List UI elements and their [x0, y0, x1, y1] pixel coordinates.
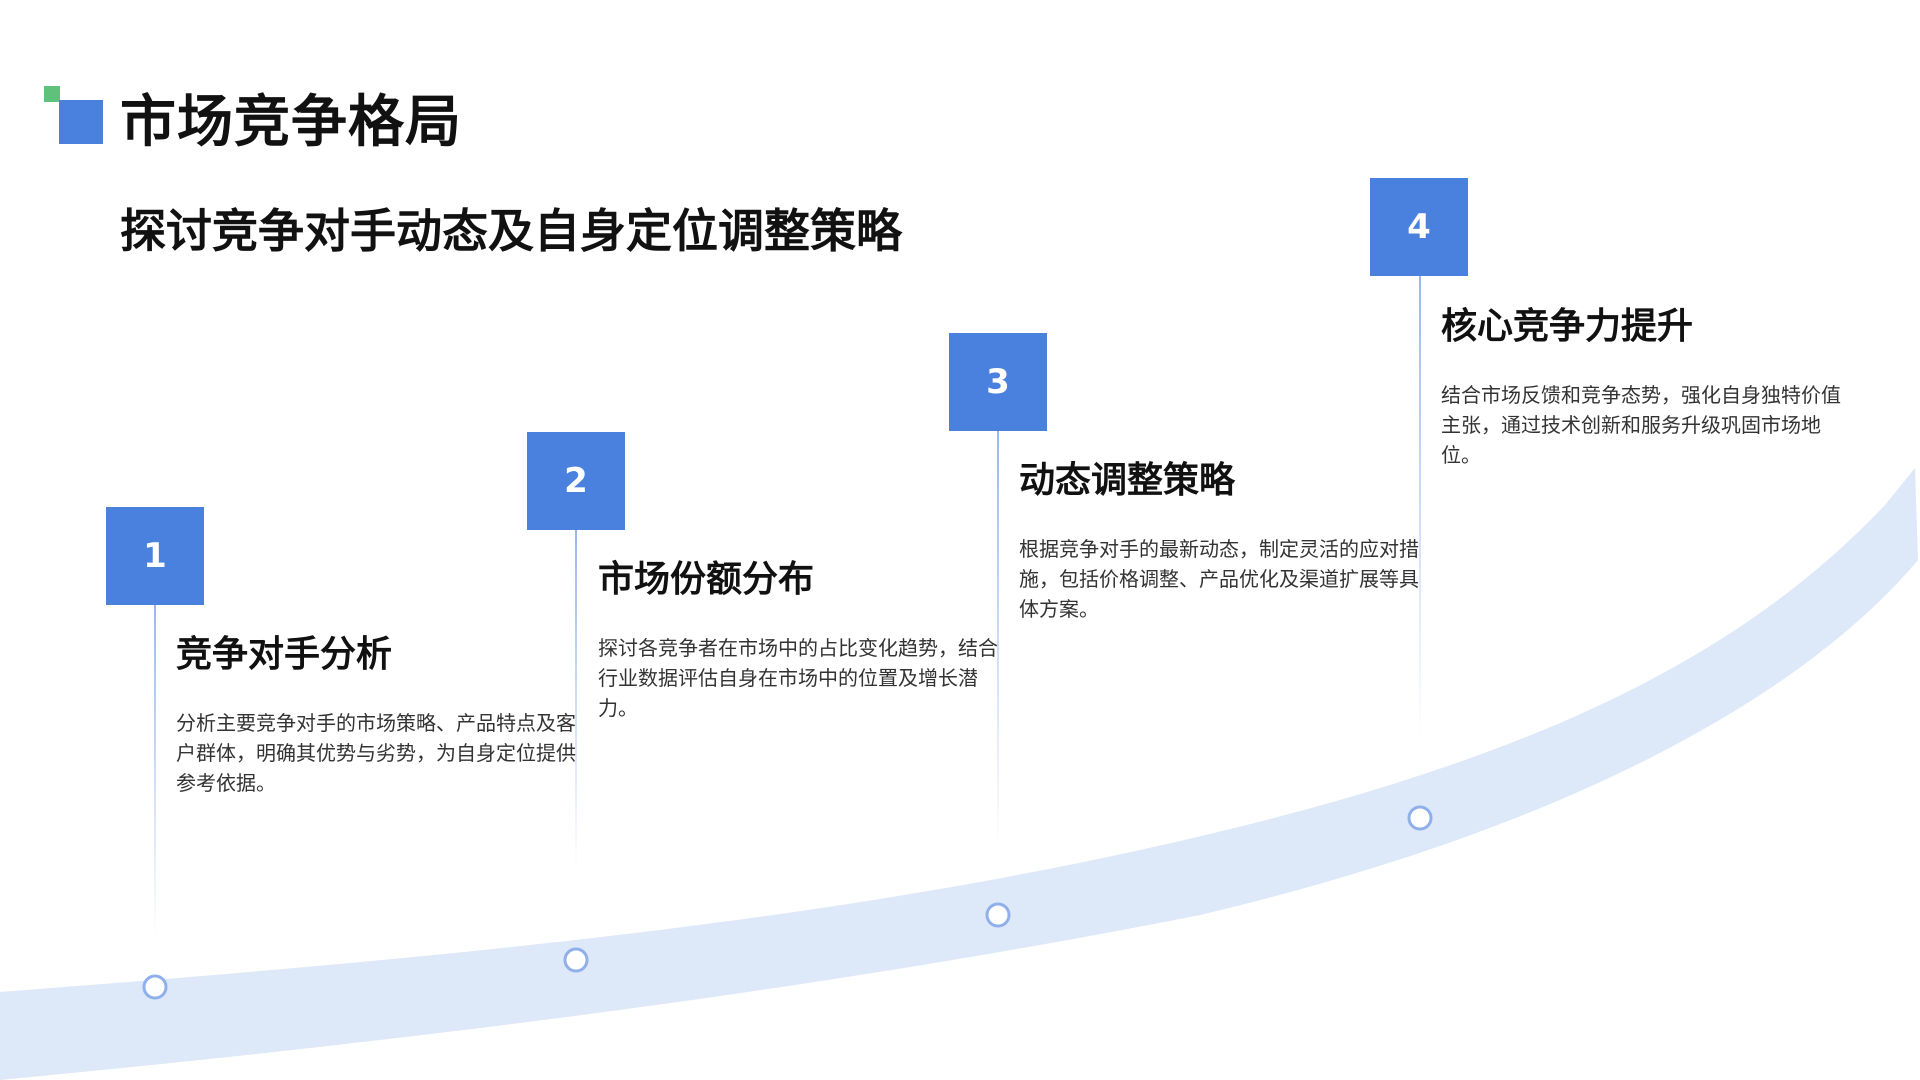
step-2-marker	[563, 947, 589, 973]
step-4-title: 核心竞争力提升	[1441, 306, 1694, 347]
step-1-connector-line	[154, 604, 156, 938]
step-1-title: 竞争对手分析	[176, 634, 393, 675]
title-accent-green-square	[44, 86, 60, 102]
step-2-connector-line	[575, 528, 577, 872]
title-accent-blue-square	[59, 100, 103, 144]
step-3-number-badge: 3	[949, 333, 1047, 431]
step-3-title: 动态调整策略	[1019, 460, 1236, 501]
step-1-number-badge: 1	[106, 507, 204, 605]
step-1-marker	[142, 974, 168, 1000]
step-4-marker	[1407, 805, 1433, 831]
page-title: 市场竞争格局	[120, 90, 462, 155]
step-3-connector-line	[997, 430, 999, 848]
step-4-number-badge: 4	[1370, 178, 1468, 276]
step-4-connector-line	[1419, 274, 1421, 738]
step-2-number-badge: 2	[527, 432, 625, 530]
step-2-title: 市场份额分布	[598, 559, 815, 600]
step-3-marker	[985, 902, 1011, 928]
page-subtitle: 探讨竞争对手动态及自身定位调整策略	[120, 204, 902, 258]
step-2-description: 探讨各竞争者在市场中的占比变化趋势，结合行业数据评估自身在市场中的位置及增长潜力…	[598, 636, 998, 720]
step-4-description: 结合市场反馈和竞争态势，强化自身独特价值主张，通过技术创新和服务升级巩固市场地位…	[1441, 383, 1841, 467]
step-1-description: 分析主要竞争对手的市场策略、产品特点及客户群体，明确其优势与劣势，为自身定位提供…	[176, 711, 576, 795]
step-3-description: 根据竞争对手的最新动态，制定灵活的应对措施，包括价格调整、产品优化及渠道扩展等具…	[1019, 537, 1419, 621]
growth-arrow-band	[0, 468, 1918, 1080]
